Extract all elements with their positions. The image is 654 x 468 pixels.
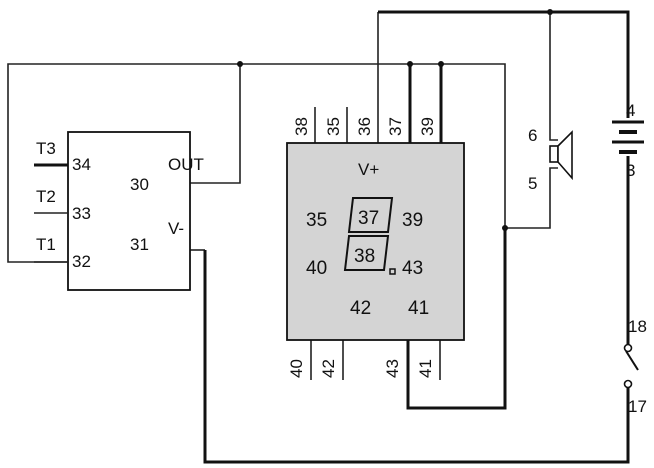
battery-pin-4: 4	[626, 101, 635, 120]
wires	[7, 10, 630, 464]
seg-label-43: 43	[402, 258, 423, 279]
junctions	[237, 9, 553, 231]
seg-label-37: 37	[358, 208, 379, 229]
wire-top-rail	[7, 63, 506, 263]
top-pin-38: 38	[292, 117, 311, 136]
seg-label-38: 38	[354, 246, 375, 267]
junction-dot	[407, 61, 413, 67]
display-module: 38 35 36 37 39 40 42 43 41 V+ 35 37 39 4…	[286, 107, 465, 386]
pin-31: 31	[130, 235, 149, 254]
seg-label-39: 39	[402, 210, 423, 231]
segment-lower	[343, 235, 390, 271]
decimal-point	[389, 268, 396, 275]
pin-34: 34	[72, 155, 91, 174]
junction-dot	[438, 61, 444, 67]
wire-speaker-top	[549, 12, 558, 141]
chip-body	[67, 131, 191, 291]
speaker-pin-6: 6	[528, 126, 537, 145]
label-out: OUT	[168, 155, 204, 174]
label-vplus: V+	[358, 160, 379, 179]
speaker-icon: 6 5	[528, 126, 573, 193]
seg-label-40: 40	[306, 258, 327, 279]
label-t2: T2	[36, 187, 56, 206]
label-t1: T1	[36, 235, 56, 254]
pin-32: 32	[72, 252, 91, 271]
wire-battery-rail	[378, 10, 630, 118]
top-pin-36: 36	[355, 117, 374, 136]
speaker-pin-5: 5	[528, 174, 537, 193]
switch-pin-17: 17	[628, 397, 647, 416]
timer-chip: T3 T2 T1 34 33 32 30 31 OUT V-	[34, 131, 204, 291]
top-pin-39: 39	[418, 117, 437, 136]
seg-label-42: 42	[350, 298, 371, 319]
wire-out	[190, 64, 241, 184]
switch-icon: 18 17	[623, 317, 647, 416]
pin-30: 30	[130, 175, 149, 194]
switch-pin-18: 18	[628, 317, 647, 336]
label-t3: T3	[36, 139, 56, 158]
battery-icon: 4 3	[612, 101, 644, 180]
junction-dot	[547, 9, 553, 15]
wire-speaker-bottom	[505, 167, 558, 229]
pin-33: 33	[72, 204, 91, 223]
top-pin-37: 37	[386, 117, 405, 136]
display-body	[286, 142, 465, 341]
seg-label-35: 35	[306, 210, 327, 231]
top-pin-35: 35	[324, 117, 343, 136]
bottom-pin-41: 41	[416, 359, 435, 378]
segment-upper	[347, 197, 394, 233]
bottom-pin-43: 43	[383, 359, 402, 378]
junction-dot	[237, 61, 243, 67]
label-vminus: V-	[168, 219, 184, 238]
seg-label-41: 41	[408, 298, 429, 319]
wire-right-rail	[406, 228, 507, 410]
bottom-pin-40: 40	[287, 359, 306, 378]
junction-dot	[502, 225, 508, 231]
battery-pin-3: 3	[626, 161, 635, 180]
wire-bottom-return	[203, 250, 630, 464]
bottom-pin-42: 42	[319, 359, 338, 378]
